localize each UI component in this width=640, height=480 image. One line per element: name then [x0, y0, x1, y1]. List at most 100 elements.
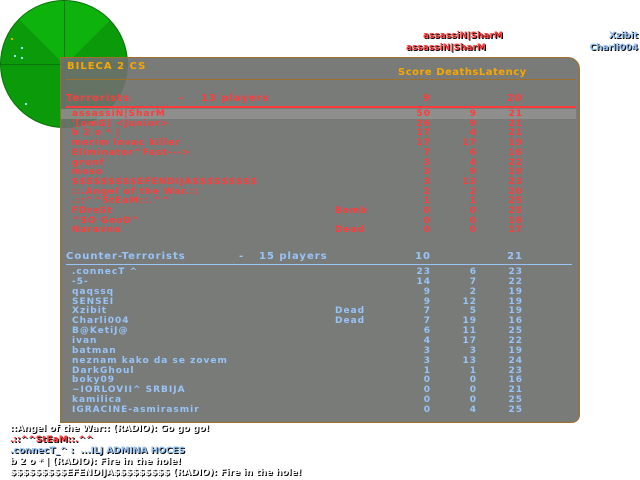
player-latency: 25: [508, 196, 523, 207]
score-header: Score: [398, 67, 433, 78]
radar-dot: [21, 57, 23, 59]
player-deaths: 0: [469, 375, 477, 386]
player-name: '[omG] <Junior>: [72, 118, 170, 129]
player-score: 3: [423, 345, 431, 356]
player-name: Xzibit: [72, 306, 108, 317]
player-deaths: 13: [462, 176, 477, 187]
radar-dot: [25, 103, 27, 105]
player-latency: 16: [508, 316, 523, 327]
player-deaths: 1: [469, 196, 477, 207]
player-latency: 22: [508, 276, 523, 287]
player-latency: 19: [508, 167, 523, 178]
player-score: 9: [423, 286, 431, 297]
radar-dot: [21, 47, 23, 49]
scoreboard: BILECA 2 CS Score DeathsLatency Terroris…: [60, 57, 580, 423]
player-name: ivan: [72, 335, 98, 346]
team-player-count: 15 players: [259, 251, 328, 262]
player-score: 2: [423, 186, 431, 197]
player-deaths: 17: [462, 138, 477, 149]
player-name: -5-: [72, 276, 89, 287]
player-score: 0: [423, 206, 431, 216]
player-name: Naravno: [72, 225, 122, 236]
player-score: 14: [416, 276, 431, 287]
player-name: .::^^StEaM::.^^: [72, 196, 171, 207]
player-name: $$$$$$$$$EFENDIJA$$$$$$$$$: [72, 176, 258, 187]
player-score: 4: [423, 335, 431, 346]
player-name: Eliminator^Fast--->: [72, 147, 191, 158]
latency-header: Latency: [478, 67, 527, 78]
player-score: 0: [423, 404, 431, 415]
player-row[interactable]: .::^^StEaM::.^^ 1 1 25: [61, 196, 576, 206]
player-name: .connecT ^: [72, 267, 139, 277]
radar-dot: [14, 55, 16, 57]
player-status: Dead: [335, 306, 366, 317]
player-name: neznam kako da se zovem: [72, 355, 228, 366]
player-name: ^SO GooD^: [72, 215, 141, 226]
team-name: Terrorists: [66, 93, 131, 104]
team-score: 9: [423, 93, 431, 104]
killfeed-victim: Charli004: [589, 43, 638, 53]
player-score: 1: [423, 196, 431, 207]
divider: [66, 79, 576, 80]
player-latency: 19: [508, 345, 523, 356]
player-latency: 25: [508, 206, 523, 216]
player-score: 26: [416, 118, 431, 129]
player-score: 3: [423, 355, 431, 366]
player-deaths: 7: [469, 276, 477, 287]
player-latency: 21: [508, 118, 523, 129]
player-latency: 16: [508, 147, 523, 158]
player-score: 1: [423, 365, 431, 376]
chat-message: b 2 o * | (RADIO): Fire in the hole!: [10, 457, 182, 467]
player-deaths: 12: [462, 296, 477, 307]
player-latency: 17: [508, 225, 523, 236]
player-name: ::.Angel of the War.::: [72, 186, 200, 197]
player-latency: 21: [508, 128, 523, 139]
player-name: merim lovac killer: [72, 138, 181, 149]
player-name: assassiN|SharM: [72, 109, 166, 119]
team-player-count: 13 players: [201, 93, 270, 104]
player-status: Dead: [335, 225, 366, 236]
player-deaths: 4: [469, 128, 477, 139]
player-score: 7: [423, 316, 431, 327]
player-latency: 23: [508, 267, 523, 277]
player-score: 23: [416, 267, 431, 277]
chat-message: $$$$$$$$$EFENDIJA$$$$$$$$$ (RADIO): Fire…: [10, 468, 302, 478]
player-row[interactable]: -5- 14 7 22: [61, 277, 576, 287]
player-latency: 19: [508, 286, 523, 297]
player-score: 3: [423, 167, 431, 178]
player-name: boky09: [72, 375, 116, 386]
player-score: 9: [423, 296, 431, 307]
team-dash: -: [239, 251, 245, 262]
player-name: ~IORLOVII^ SRBIJA: [72, 385, 186, 396]
team-score: 10: [415, 251, 431, 262]
player-score: 0: [423, 375, 431, 386]
player-status: Bomb: [335, 206, 368, 216]
player-name: qaqssq: [72, 286, 115, 297]
